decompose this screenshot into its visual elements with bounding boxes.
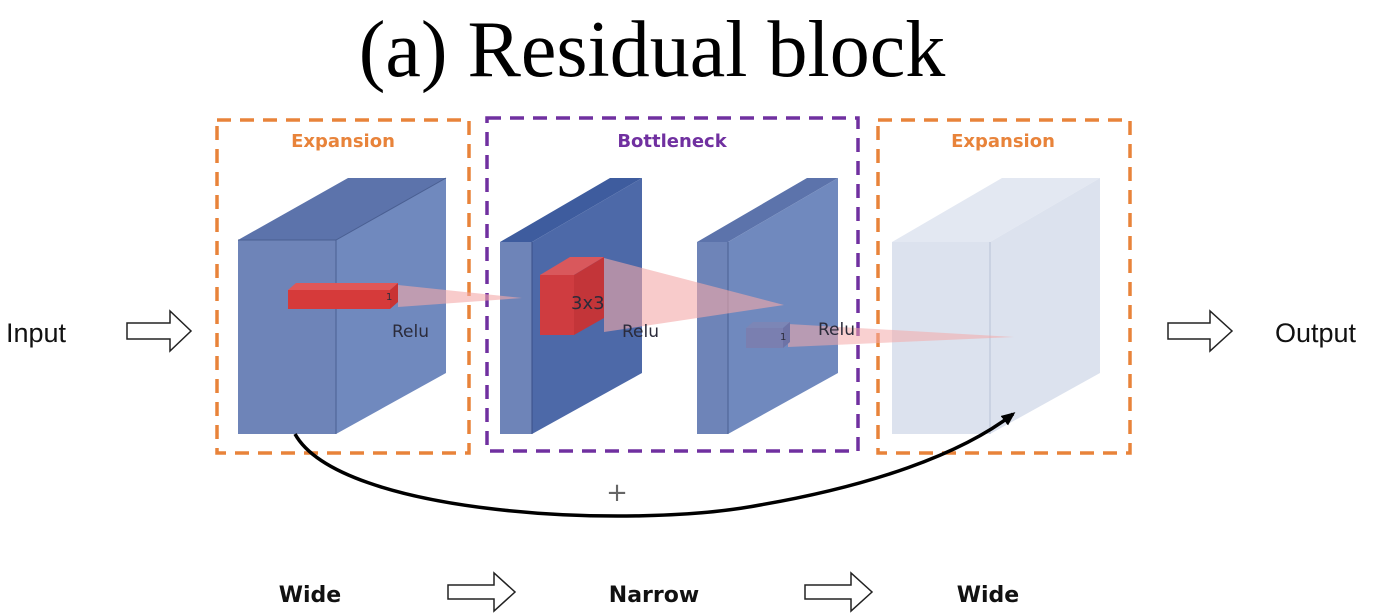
projection-cone-2: [604, 258, 784, 332]
width-label-wide-2: Wide: [957, 583, 1019, 608]
kernel-3-top: [746, 322, 790, 328]
bottleneck-frame: [485, 116, 860, 453]
kernel-2-side: [574, 257, 604, 335]
wide-to-narrow-arrow-icon: [447, 571, 517, 613]
diagram-title: (a) Residual block: [359, 6, 945, 94]
kernel-1x1-label-b: 1: [780, 332, 786, 343]
expansion-frame-2: [876, 118, 1132, 455]
kernel-2-top: [540, 257, 604, 275]
kernel-1x1-label-a: 1: [386, 292, 392, 303]
input-arrow-icon: [126, 309, 193, 353]
section-label-expansion-2: Expansion: [951, 131, 1055, 152]
kernel-3-side: [783, 322, 790, 348]
kernel-3x3: [540, 257, 604, 335]
projection-cone-1: [398, 285, 522, 307]
tensor-2-top: [500, 178, 642, 242]
tensor-1-front: [238, 240, 336, 434]
input-label: Input: [6, 318, 67, 348]
kernel-1-front: [288, 290, 390, 309]
section-label-expansion-1: Expansion: [291, 131, 395, 152]
expansion-frame-1: [215, 118, 471, 455]
kernel-2-front: [540, 275, 574, 335]
tensor-3-top: [697, 178, 838, 242]
kernel-1x1-projection: [746, 322, 790, 348]
width-label-narrow: Narrow: [609, 583, 699, 608]
kernel-1-side: [390, 283, 398, 309]
tensor-4-top: [892, 178, 1100, 242]
kernel-1-top: [288, 283, 398, 290]
kernel-3x3-label: 3x3: [571, 293, 605, 314]
tensor-narrow-2: [697, 178, 838, 434]
tensor-wide-output: [892, 178, 1100, 434]
kernel-3-front: [746, 328, 783, 348]
tensor-1-top: [238, 178, 446, 240]
output-label: Output: [1275, 318, 1357, 348]
tensor-2-front: [500, 242, 532, 434]
relu-label-3: Relu: [818, 320, 855, 340]
skip-connection-arrow: [293, 412, 1016, 518]
tensor-narrow-1: [500, 178, 642, 434]
tensor-4-side: [990, 178, 1100, 434]
projection-cone-3: [788, 324, 1014, 347]
narrow-to-wide-arrow-icon: [804, 571, 874, 613]
tensor-3-front: [697, 242, 728, 434]
skip-plus-symbol: +: [606, 478, 628, 508]
section-label-bottleneck: Bottleneck: [617, 131, 727, 152]
relu-label-1: Relu: [392, 322, 429, 342]
tensor-3-side: [728, 178, 838, 434]
relu-label-2: Relu: [622, 322, 659, 342]
output-arrow-icon: [1167, 309, 1234, 353]
kernel-1x1-expansion: [288, 283, 398, 309]
width-label-wide-1: Wide: [279, 583, 341, 608]
